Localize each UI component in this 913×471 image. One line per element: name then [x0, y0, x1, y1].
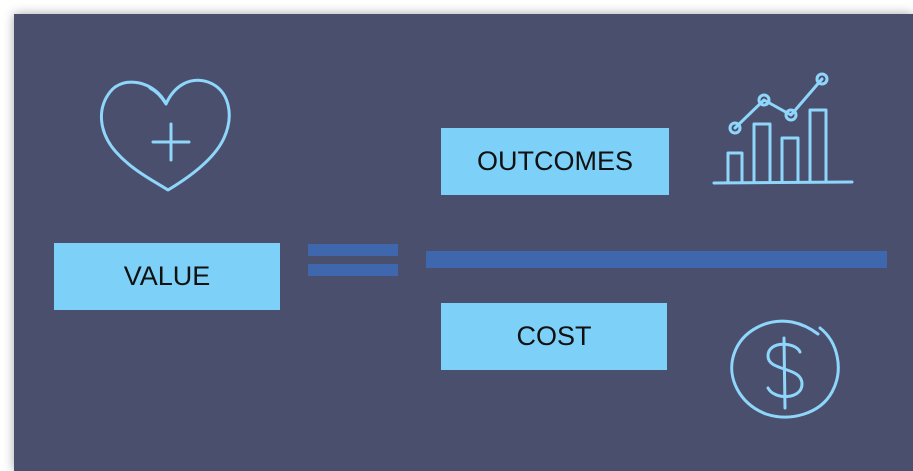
- outcomes-label: OUTCOMES: [441, 128, 669, 195]
- value-label: VALUE: [54, 243, 280, 310]
- equals-sign-top-bar: [308, 244, 398, 256]
- fraction-divider-line: [426, 251, 887, 268]
- slide-canvas: VALUE OUTCOMES COST: [14, 14, 913, 471]
- bar-line-chart-icon: [710, 72, 860, 200]
- equals-sign-bottom-bar: [308, 264, 398, 276]
- cost-label: COST: [441, 303, 667, 370]
- dollar-circle-icon: [722, 314, 848, 424]
- heart-plus-icon: [96, 72, 240, 202]
